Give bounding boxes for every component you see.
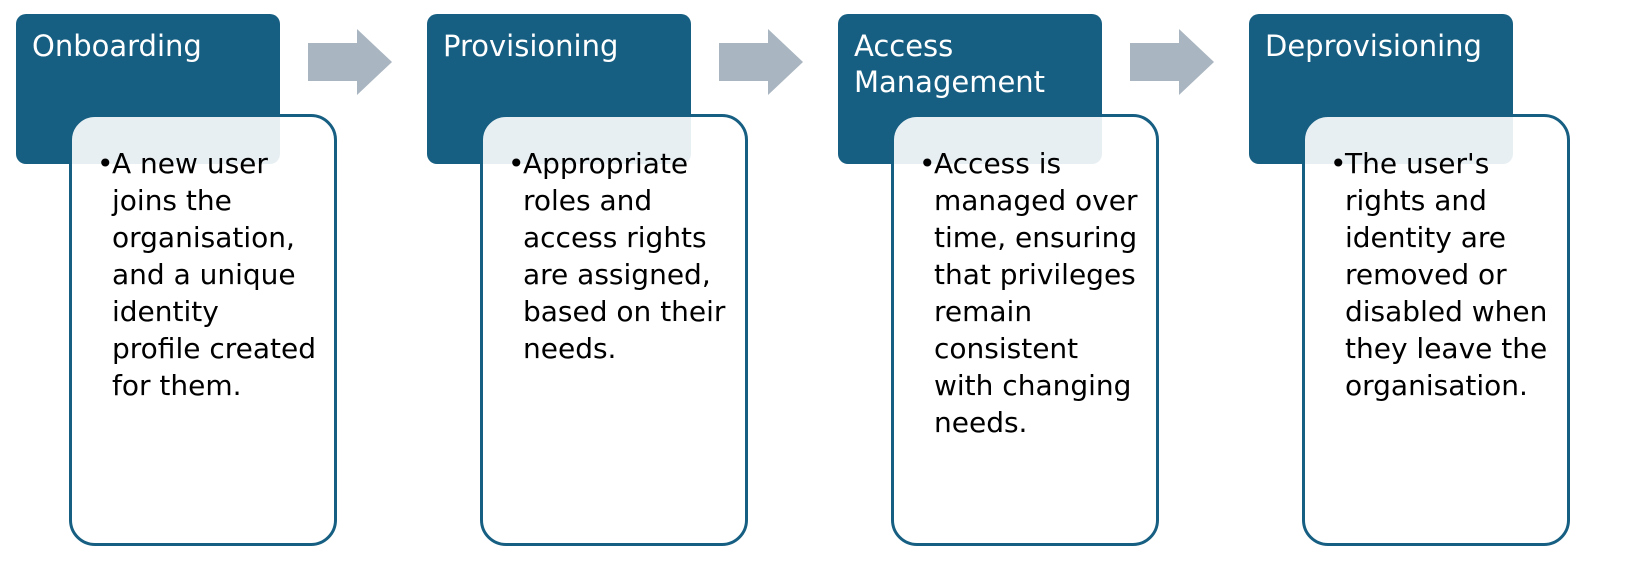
right-arrow-icon bbox=[1128, 28, 1216, 98]
stage-bullet-item: • Access is managed over time, ensuring … bbox=[919, 145, 1138, 441]
stage-card: • The user's rights and identity are rem… bbox=[1302, 114, 1570, 546]
stage-provisioning: Provisioning • Appropriate roles and acc… bbox=[411, 0, 748, 561]
bullet-icon: • bbox=[97, 147, 114, 180]
stage-card: • Appropriate roles and access rights ar… bbox=[480, 114, 748, 546]
stage-title: Onboarding bbox=[32, 29, 202, 63]
stage-title: Access Management bbox=[854, 29, 1046, 99]
stage-card: • Access is managed over time, ensuring … bbox=[891, 114, 1159, 546]
stage-onboarding: Onboarding • A new user joins the organi… bbox=[0, 0, 337, 561]
stage-bullet-item: • The user's rights and identity are rem… bbox=[1330, 145, 1549, 404]
stage-card: • A new user joins the organisation, and… bbox=[69, 114, 337, 546]
stage-title: Deprovisioning bbox=[1265, 29, 1482, 63]
stage-bullet-item: • Appropriate roles and access rights ar… bbox=[508, 145, 727, 367]
stage-title: Provisioning bbox=[443, 29, 619, 63]
bullet-icon: • bbox=[919, 147, 936, 180]
stage-description: Appropriate roles and access rights are … bbox=[523, 147, 726, 365]
stage-description: Access is managed over time, ensuring th… bbox=[934, 147, 1138, 439]
right-arrow-icon bbox=[717, 28, 805, 98]
stage-description: A new user joins the organisation, and a… bbox=[112, 147, 316, 402]
stage-deprovisioning: Deprovisioning • The user's rights and i… bbox=[1233, 0, 1570, 561]
bullet-icon: • bbox=[508, 147, 525, 180]
right-arrow-icon bbox=[306, 28, 394, 98]
stage-bullet-item: • A new user joins the organisation, and… bbox=[97, 145, 316, 404]
bullet-icon: • bbox=[1330, 147, 1347, 180]
stage-access-management: Access Management • Access is managed ov… bbox=[822, 0, 1159, 561]
stage-description: The user's rights and identity are remov… bbox=[1345, 147, 1548, 402]
